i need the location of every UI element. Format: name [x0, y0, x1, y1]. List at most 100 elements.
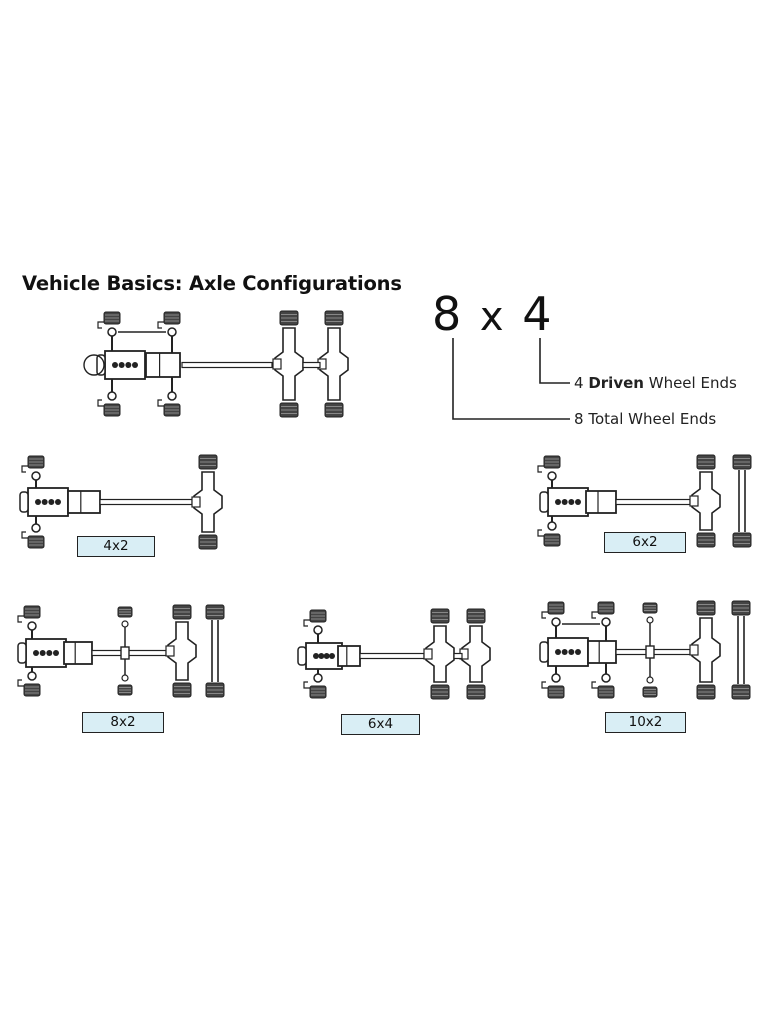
callout-total: 8 Total Wheel Ends: [574, 410, 716, 428]
driveshaft: [302, 361, 321, 369]
cylinder-icon: [46, 650, 53, 656]
cylinder-icon: [132, 362, 138, 368]
cylinder-icon: [323, 653, 330, 659]
kingpin-icon: [551, 673, 561, 683]
chassis-6x4: [297, 608, 491, 700]
kingpin-icon: [167, 327, 177, 337]
kingpin-icon: [107, 391, 117, 401]
cylinder-icon: [561, 649, 568, 655]
differential-icon: [272, 358, 282, 370]
kingpin-icon: [551, 617, 561, 627]
steering-arm: [21, 465, 28, 473]
steering-arm: [97, 399, 104, 407]
leader-total: [452, 338, 570, 420]
kingpin-icon: [646, 676, 654, 684]
steering-arm: [541, 611, 548, 619]
cylinder-icon: [575, 649, 581, 655]
steering-arm: [537, 529, 544, 537]
driveshaft: [615, 498, 691, 506]
transmission: [337, 645, 361, 667]
drive-axle-housing: [461, 625, 491, 683]
transmission: [587, 640, 617, 664]
example-code: 8 x 4: [432, 286, 551, 345]
cylinder-icon: [555, 499, 561, 505]
example-total-number: 8: [432, 287, 462, 341]
steering-arm: [303, 619, 310, 627]
kingpin-icon: [167, 391, 177, 401]
transmission: [585, 490, 617, 514]
steering-arm: [21, 531, 28, 539]
cylinder-icon: [33, 650, 39, 656]
cylinder-icon: [555, 649, 561, 655]
kingpin-icon: [547, 521, 557, 531]
steering-arm: [17, 615, 24, 623]
drive-axle-housing: [691, 617, 721, 683]
steering-arm: [541, 681, 548, 689]
steering-arm: [591, 681, 598, 689]
cylinder-icon: [39, 650, 46, 656]
kingpin-icon: [601, 673, 611, 683]
callout-leaders: [452, 338, 570, 420]
kingpin-icon: [313, 673, 323, 683]
cylinder-icon: [318, 653, 325, 659]
pusher-axle-hub: [120, 646, 130, 660]
example-separator: x: [479, 294, 504, 340]
transmission: [63, 641, 93, 665]
cylinder-icon: [53, 650, 59, 656]
kingpin-icon: [547, 471, 557, 481]
driveshaft: [99, 498, 193, 506]
steering-arm: [537, 465, 544, 473]
differential-icon: [689, 644, 699, 656]
page-title: Vehicle Basics: Axle Configurations: [22, 272, 402, 295]
kingpin-icon: [121, 674, 129, 682]
drive-axle-housing: [425, 625, 455, 683]
driveshaft: [181, 361, 273, 369]
engine-block: [547, 487, 589, 517]
kingpin-icon: [31, 523, 41, 533]
drive-axle-housing: [319, 327, 349, 401]
example-driven-number: 4: [522, 287, 552, 341]
differential-icon: [423, 648, 433, 660]
transmission: [145, 352, 181, 378]
steering-arm: [303, 681, 310, 689]
cylinder-icon: [125, 362, 132, 368]
pusher-axle-hub: [645, 645, 655, 659]
callout-total-rest: Total Wheel Ends: [588, 410, 717, 428]
label-6x4: 6x4: [341, 714, 420, 735]
cylinder-icon: [561, 499, 568, 505]
differential-icon: [689, 495, 699, 507]
cylinder-icon: [313, 653, 319, 659]
steering-arm: [17, 679, 24, 687]
callout-driven: 4 Driven Wheel Ends: [574, 374, 737, 392]
cylinder-icon: [55, 499, 61, 505]
kingpin-icon: [31, 471, 41, 481]
radiator: [17, 642, 27, 664]
chassis-8x4: [83, 310, 349, 418]
steering-arm: [591, 611, 598, 619]
kingpin-icon: [313, 625, 323, 635]
kingpin-icon: [121, 620, 129, 628]
radiator: [539, 491, 549, 513]
kingpin-icon: [107, 327, 117, 337]
driveshaft: [359, 652, 425, 660]
cylinder-icon: [118, 362, 125, 368]
chassis-6x2: [537, 454, 752, 548]
callout-driven-rest: Wheel Ends: [648, 374, 737, 392]
engine-block: [27, 487, 69, 517]
cylinder-icon: [112, 362, 118, 368]
radiator: [539, 641, 549, 663]
drive-axle-housing: [691, 471, 721, 531]
steering-arm: [97, 321, 104, 329]
cylinder-icon: [568, 649, 575, 655]
label-6x2: 6x2: [604, 532, 686, 553]
kingpin-icon: [646, 616, 654, 624]
cylinder-icon: [41, 499, 48, 505]
drive-axle-housing: [193, 471, 223, 533]
steering-arm: [157, 321, 164, 329]
transmission: [67, 490, 101, 514]
callout-driven-count: 4: [574, 374, 584, 392]
kingpin-icon: [601, 617, 611, 627]
chassis-4x2: [19, 454, 223, 550]
fan-icon: [83, 354, 105, 376]
